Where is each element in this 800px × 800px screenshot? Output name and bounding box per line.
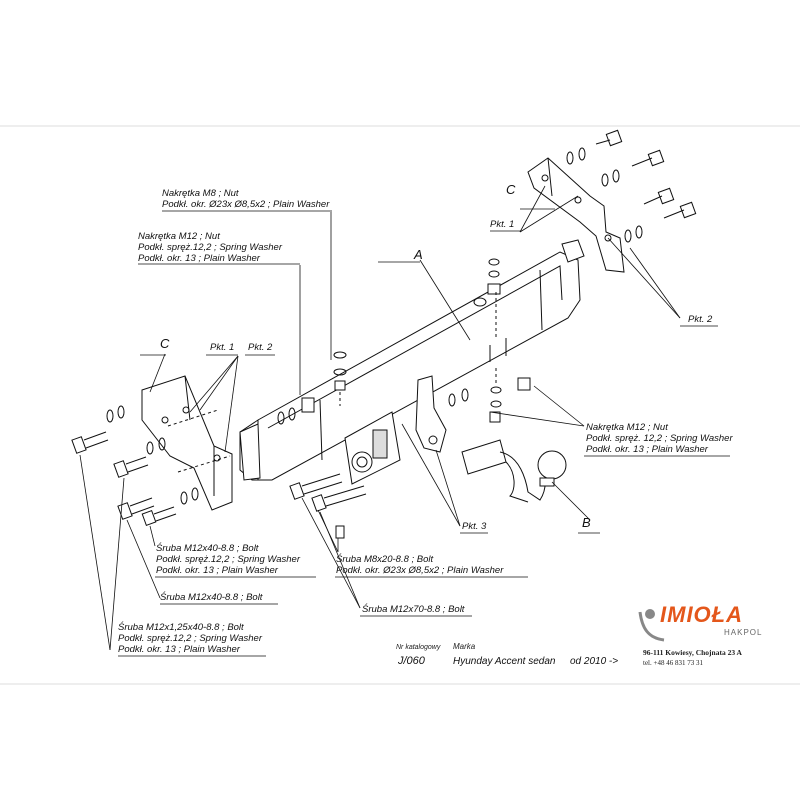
left-bracket-c [141, 375, 233, 511]
label-bolt-m12x70: Śruba M12x70-8.8 ; Bolt [362, 604, 465, 615]
label-part-c-left: C [160, 336, 170, 351]
label-plain13-top: Podkł. okr. 13 ; Plain Washer [138, 253, 260, 264]
tow-ball-b [461, 439, 567, 503]
catalog-label: Nr katalogowy [396, 644, 441, 651]
label-pkt1-left: Pkt. 1 [210, 342, 235, 353]
catalog-value: J/060 [398, 655, 425, 667]
make-value: Hyunday Accent sedan [453, 656, 556, 667]
center-plate [344, 411, 401, 485]
label-nut-m12-top: Nakrętka M12 ; Nut [138, 231, 220, 242]
centre-bolts [289, 351, 367, 539]
label-bolt-m12x40-b: Śruba M12x40-8.8 ; Bolt [160, 592, 263, 603]
label-washer-23: Podkł. okr. Ø23x Ø8,5x2 ; Plain Washer [162, 199, 330, 210]
brand-phone: tel. +48 46 831 73 31 [643, 659, 703, 667]
label-spring-c: Podkł. spręż.12,2 ; Spring Washer [118, 633, 262, 644]
label-part-c-right: C [506, 182, 516, 197]
crossbar-a [239, 239, 585, 481]
brand-name: IMIOŁA [660, 602, 743, 627]
label-spring-top: Podkł. spręż.12,2 ; Spring Washer [138, 242, 282, 253]
label-spring-b: Podkł. spręż.12,2 ; Spring Washer [156, 554, 300, 565]
label-pkt2-left: Pkt. 2 [248, 342, 273, 353]
left-bolts [71, 397, 315, 526]
label-bolt-m12x40-a: Śruba M12x40-8.8 ; Bolt [156, 543, 259, 554]
label-plain13-c: Podkł. okr. 13 ; Plain Washer [118, 644, 240, 655]
label-nut-m12-right: Nakrętka M12 ; Nut [586, 422, 668, 433]
label-part-a: A [414, 247, 423, 262]
label-plain13-b: Podkł. okr. 13 ; Plain Washer [156, 565, 278, 576]
label-part-b: B [582, 515, 591, 530]
from-value: od 2010 -> [570, 656, 619, 667]
right-bracket-c [527, 157, 625, 273]
label-pkt2-right: Pkt. 2 [688, 314, 713, 325]
label-bolt-m12x125: Śruba M12x1,25x40-8.8 ; Bolt [118, 622, 244, 633]
right-bolts [448, 129, 697, 423]
leader-lines [79, 185, 730, 657]
label-pkt3: Pkt. 3 [462, 521, 487, 532]
imiola-logo-mark [638, 609, 665, 642]
label-washer-23-b: Podkł. okr. Ø23x Ø8,5x2 ; Plain Washer [336, 565, 504, 576]
brand-address: 96-111 Kowiesy, Chojnata 23 A [643, 648, 742, 657]
ball-mount-bracket [415, 375, 447, 453]
brand-sub: HAKPOL [724, 628, 763, 637]
label-plain13-right: Podkł. okr. 13 ; Plain Washer [586, 444, 708, 455]
label-bolt-m8x20: Śruba M8x20-8.8 ; Bolt [336, 554, 434, 565]
label-nut-m8: Nakrętka M8 ; Nut [162, 188, 239, 199]
label-pkt1-right: Pkt. 1 [490, 219, 515, 230]
label-spring-right: Podkł. spręż. 12,2 ; Spring Washer [586, 433, 733, 444]
make-label: Marka [453, 642, 476, 651]
